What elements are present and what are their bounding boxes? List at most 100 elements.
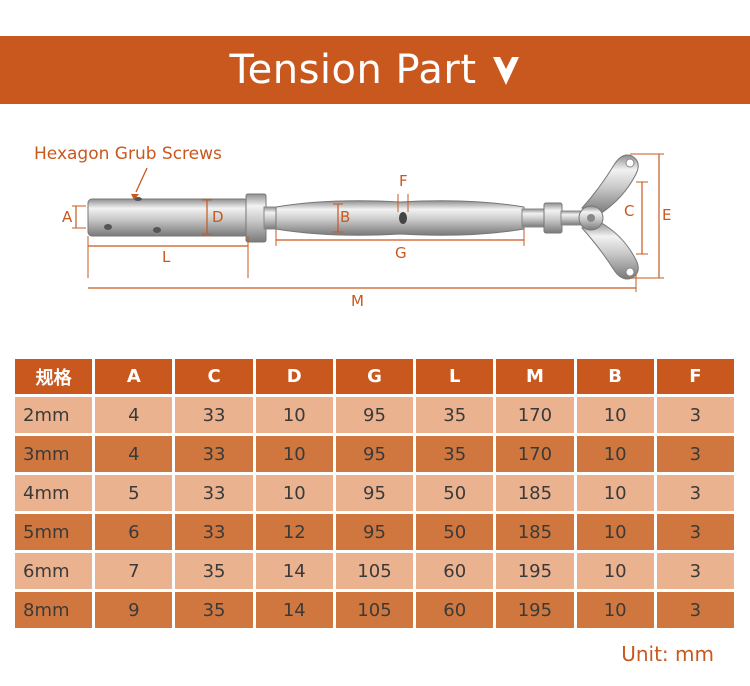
table-cell: 3mm bbox=[15, 436, 93, 472]
table-cell: 35 bbox=[175, 592, 253, 628]
table-cell: 5 bbox=[95, 475, 173, 511]
table-cell: 10 bbox=[255, 436, 333, 472]
table-cell: 14 bbox=[255, 592, 333, 628]
table-cell: 10 bbox=[576, 436, 654, 472]
table-cell: 33 bbox=[175, 436, 253, 472]
table-row: 2mm 4 33 10 95 35 170 10 3 bbox=[15, 397, 734, 433]
page-title: Tension Part bbox=[229, 47, 477, 93]
header-cell: 规格 bbox=[15, 359, 93, 394]
title-banner: Tension Part bbox=[0, 36, 750, 104]
center-hole bbox=[399, 212, 407, 224]
spec-table: 规格 A C D G L M B F 2mm 4 33 10 95 35 170… bbox=[12, 356, 737, 631]
grub-screw-callout: Hexagon Grub Screws bbox=[34, 144, 222, 164]
table-cell: 50 bbox=[416, 514, 494, 550]
turnbuckle-diagram: Hexagon Grub Screws A D B F L G M C E bbox=[34, 144, 671, 310]
dim-label-c: C bbox=[624, 202, 634, 220]
wing-jaw-top bbox=[581, 154, 639, 215]
table-cell: 60 bbox=[416, 553, 494, 589]
grub-screw-hole bbox=[153, 227, 161, 233]
table-row: 6mm 7 35 14 105 60 195 10 3 bbox=[15, 553, 734, 589]
jaw-eye-bottom bbox=[625, 267, 635, 277]
table-cell: 10 bbox=[576, 592, 654, 628]
table-cell: 170 bbox=[496, 397, 574, 433]
table-cell: 195 bbox=[496, 553, 574, 589]
callout-leader bbox=[135, 167, 148, 193]
header-cell: L bbox=[416, 359, 494, 394]
dim-label-e: E bbox=[662, 206, 671, 224]
dim-label-a: A bbox=[62, 208, 73, 226]
header-cell: C bbox=[175, 359, 253, 394]
table-cell: 6 bbox=[95, 514, 173, 550]
grub-screw-hole bbox=[134, 197, 142, 201]
table-cell: 4 bbox=[95, 436, 173, 472]
table-cell: 3 bbox=[656, 436, 734, 472]
table-cell: 95 bbox=[335, 475, 414, 511]
table-cell: 33 bbox=[175, 514, 253, 550]
table-cell: 10 bbox=[255, 397, 333, 433]
table-cell: 185 bbox=[496, 475, 574, 511]
right-thread bbox=[521, 208, 547, 228]
table-cell: 170 bbox=[496, 436, 574, 472]
table-row: 4mm 5 33 10 95 50 185 10 3 bbox=[15, 475, 734, 511]
dim-label-m: M bbox=[351, 292, 364, 310]
table-cell: 6mm bbox=[15, 553, 93, 589]
table-row: 5mm 6 33 12 95 50 185 10 3 bbox=[15, 514, 734, 550]
callout-arrowhead bbox=[131, 194, 139, 200]
table-cell: 60 bbox=[416, 592, 494, 628]
table-row: 3mm 4 33 10 95 35 170 10 3 bbox=[15, 436, 734, 472]
table-row: 8mm 9 35 14 105 60 195 10 3 bbox=[15, 592, 734, 628]
table-cell: 14 bbox=[255, 553, 333, 589]
dim-label-g: G bbox=[395, 244, 407, 262]
table-cell: 35 bbox=[416, 436, 494, 472]
table-cell: 185 bbox=[496, 514, 574, 550]
header-cell: B bbox=[576, 359, 654, 394]
jaw-pin-center bbox=[587, 214, 595, 222]
header-cell: F bbox=[656, 359, 734, 394]
dim-label-d: D bbox=[212, 208, 224, 226]
table-cell: 3 bbox=[656, 475, 734, 511]
table-cell: 10 bbox=[576, 514, 654, 550]
table-cell: 195 bbox=[496, 592, 574, 628]
table-cell: 105 bbox=[335, 553, 414, 589]
right-nut bbox=[543, 202, 563, 234]
table-cell: 95 bbox=[335, 436, 414, 472]
table-cell: 95 bbox=[335, 514, 414, 550]
header-cell: A bbox=[95, 359, 173, 394]
table-cell: 4mm bbox=[15, 475, 93, 511]
table-cell: 3 bbox=[656, 553, 734, 589]
table-cell: 33 bbox=[175, 475, 253, 511]
table-cell: 12 bbox=[255, 514, 333, 550]
table-cell: 105 bbox=[335, 592, 414, 628]
dim-label-b: B bbox=[340, 208, 350, 226]
table-cell: 5mm bbox=[15, 514, 93, 550]
unit-note: Unit: mm bbox=[621, 642, 714, 666]
table-cell: 50 bbox=[416, 475, 494, 511]
table-cell: 3 bbox=[656, 397, 734, 433]
table-cell: 95 bbox=[335, 397, 414, 433]
table-cell: 3 bbox=[656, 592, 734, 628]
dim-label-l: L bbox=[162, 248, 171, 266]
table-header-row: 规格 A C D G L M B F bbox=[15, 359, 734, 394]
table-cell: 33 bbox=[175, 397, 253, 433]
table-cell: 2mm bbox=[15, 397, 93, 433]
table-cell: 10 bbox=[576, 553, 654, 589]
table-cell: 7 bbox=[95, 553, 173, 589]
hex-nut bbox=[245, 193, 267, 243]
jaw-eye-top bbox=[625, 158, 635, 168]
left-barrel bbox=[87, 198, 249, 237]
table-cell: 35 bbox=[416, 397, 494, 433]
header-cell: D bbox=[255, 359, 333, 394]
swivel-neck bbox=[560, 210, 582, 226]
table-cell: 9 bbox=[95, 592, 173, 628]
table-cell: 35 bbox=[175, 553, 253, 589]
down-arrow-icon bbox=[492, 57, 519, 85]
table-cell: 10 bbox=[576, 475, 654, 511]
table-cell: 3 bbox=[656, 514, 734, 550]
table-cell: 10 bbox=[255, 475, 333, 511]
table-cell: 10 bbox=[576, 397, 654, 433]
table-cell: 8mm bbox=[15, 592, 93, 628]
header-cell: M bbox=[496, 359, 574, 394]
header-cell: G bbox=[335, 359, 414, 394]
table-cell: 4 bbox=[95, 397, 173, 433]
dim-label-f: F bbox=[399, 172, 408, 190]
